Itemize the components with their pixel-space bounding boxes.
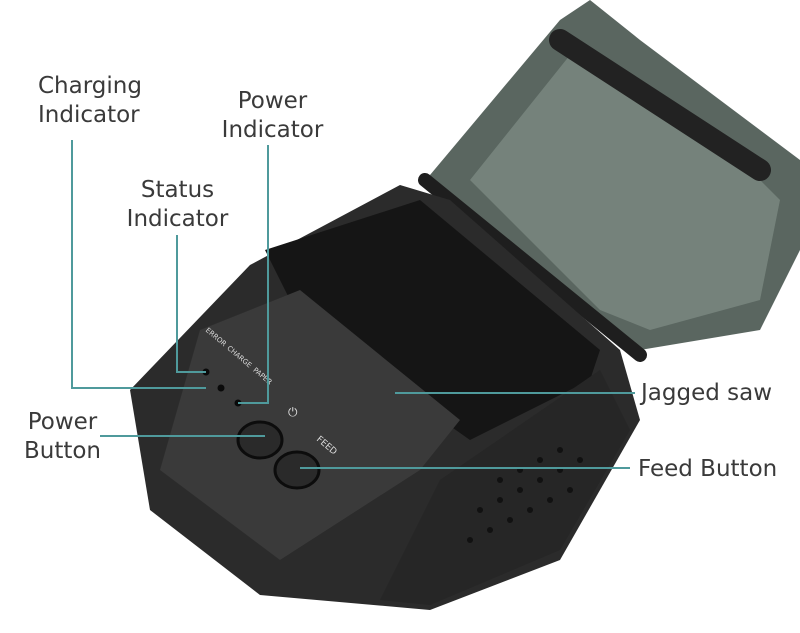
callout-status-indicator: Status Indicator — [120, 176, 235, 234]
power-indicator-leader — [238, 145, 269, 404]
callout-feed-button: Feed Button — [638, 456, 778, 482]
callout-line: Charging — [38, 73, 142, 99]
feed-button[interactable] — [273, 450, 321, 490]
status-indicator-leader — [176, 235, 206, 373]
status-indicator-led — [217, 384, 225, 392]
speaker-grille — [467, 447, 583, 543]
callout-line: Power — [237, 88, 308, 114]
charging-indicator-leader — [71, 140, 206, 389]
callout-power-indicator: Power Indicator — [215, 87, 330, 145]
power-button[interactable] — [236, 420, 284, 460]
callout-charging-indicator: Charging Indicator — [38, 72, 142, 130]
callout-power-button: Power Button — [15, 408, 110, 466]
callout-line: Power — [27, 409, 98, 435]
callout-line: Button — [23, 438, 102, 464]
printer-lid — [418, 0, 800, 362]
callout-line: Indicator — [221, 117, 324, 143]
printer-body — [130, 185, 640, 610]
callout-line: Indicator — [38, 102, 140, 128]
callout-jagged-saw: Jagged saw — [641, 380, 773, 406]
power-icon: ⏻ — [288, 405, 298, 419]
leader-lines — [71, 140, 635, 469]
callout-line: Indicator — [126, 206, 229, 232]
callout-line: Status — [140, 177, 215, 203]
